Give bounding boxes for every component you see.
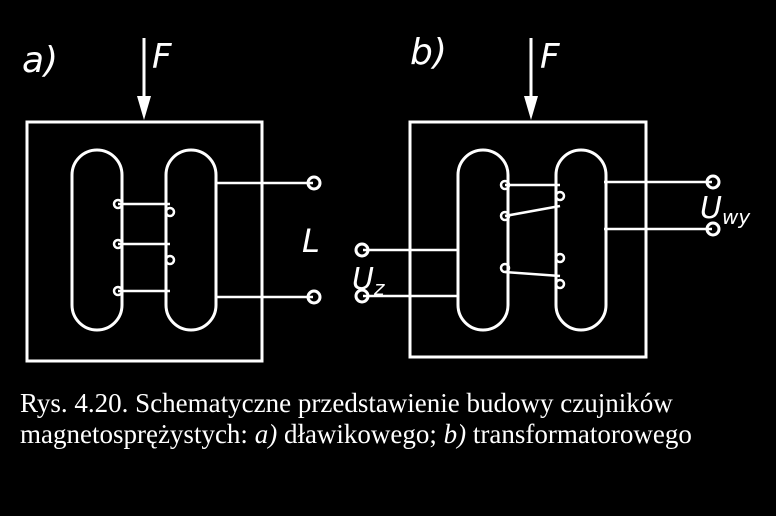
caption-text-b: transformatorowego — [466, 419, 692, 449]
panel-b-output-label: Uwy — [700, 191, 751, 229]
panel-b-force-arrow — [524, 38, 538, 120]
panel-b-input-terminal-top — [354, 242, 370, 258]
panel-b-windings — [363, 179, 712, 298]
panel-b-output-terminal-top — [705, 174, 721, 190]
panel-b-right-slot — [554, 148, 608, 332]
panel-b-core — [408, 120, 648, 359]
panel-b-input-label: Uz — [352, 262, 385, 300]
panel-b-left-slot — [456, 148, 510, 332]
panel-a-letter: a) — [22, 40, 58, 81]
caption-text-a: dławikowego; — [277, 419, 444, 449]
panel-b: b) F — [352, 32, 751, 359]
panel-a-terminal-bottom — [306, 289, 322, 305]
panel-a-left-slot — [70, 148, 124, 332]
magnetoelastic-sensor-diagram: a) F L b) — [22, 32, 751, 363]
caption-lead: Rys. 4.20. Schematyczne przedstawienie b… — [20, 388, 673, 449]
caption-mark-a: a) — [254, 419, 278, 449]
panel-b-force-label: F — [540, 37, 560, 77]
panel-b-output-terminal-bottom — [705, 221, 721, 237]
panel-a: a) F L — [22, 37, 322, 363]
panel-a-terminal-label: L — [302, 222, 320, 260]
panel-a-force-label: F — [152, 37, 172, 77]
panel-a-right-slot — [164, 148, 218, 332]
panel-a-core — [25, 120, 264, 363]
panel-b-letter: b) — [410, 32, 447, 73]
panel-a-winding — [112, 181, 313, 299]
panel-a-force-arrow — [137, 38, 151, 120]
panel-b-input-terminal-bottom — [354, 288, 370, 304]
figure-caption: Rys. 4.20. Schematyczne przedstawienie b… — [20, 388, 770, 450]
caption-mark-b: b) — [443, 419, 467, 449]
panel-a-terminal-top — [306, 175, 322, 191]
